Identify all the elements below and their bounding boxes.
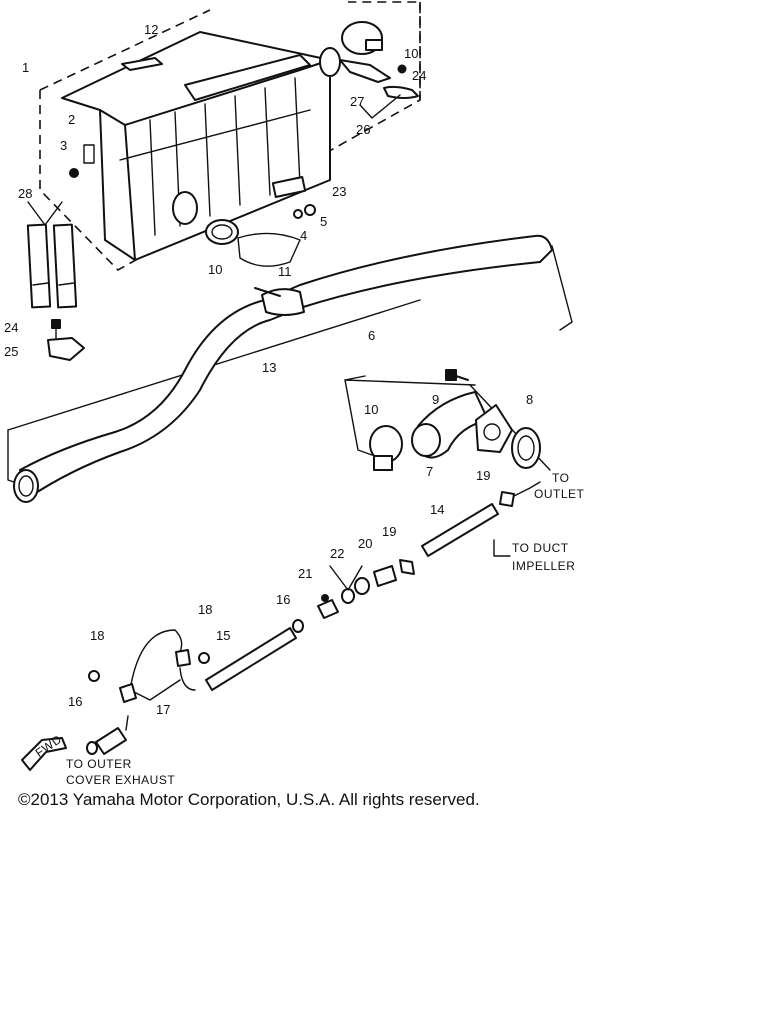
note-to-duct-1: TO DUCT: [512, 541, 569, 555]
callout-18-right: 18: [198, 602, 212, 617]
fwd-arrow-icon: FWD: [21, 732, 67, 771]
callout-13: 13: [262, 360, 276, 375]
note-to-outlet-2: OUTLET: [534, 487, 585, 501]
callout-16-lower: 16: [68, 694, 82, 709]
hose-14: [421, 503, 499, 557]
callout-24-left: 24: [4, 320, 18, 335]
callout-labels: 1 2 3 4 5 6 7 8 9 10 10 10 11 12 13 14 1…: [4, 22, 533, 717]
svg-text:FWD: FWD: [33, 732, 65, 760]
hose-15: [205, 627, 297, 691]
callout-12: 12: [144, 22, 158, 37]
box-hardware: [69, 21, 419, 245]
callout-27: 27: [350, 94, 364, 109]
callout-19-upper: 19: [476, 468, 490, 483]
note-to-outer-1: TO OUTER: [66, 757, 132, 771]
clamp-10-lower: [205, 219, 239, 245]
clamp-11: [261, 288, 305, 316]
callout-24-top: 24: [412, 68, 426, 83]
part-12-plate: [121, 57, 163, 71]
callout-22: 22: [330, 546, 344, 561]
callout-21: 21: [298, 566, 312, 581]
exhaust-hose-6: [7, 232, 573, 503]
note-to-duct-2: IMPELLER: [512, 559, 575, 573]
muffler-box: [61, 31, 331, 261]
callout-16-upper: 16: [276, 592, 290, 607]
callout-10-mid: 10: [208, 262, 222, 277]
callout-17: 17: [156, 702, 170, 717]
callout-4: 4: [300, 228, 307, 243]
callout-7: 7: [426, 464, 433, 479]
callout-26: 26: [356, 122, 370, 137]
callout-8: 8: [526, 392, 533, 407]
destination-notes: TO OUTLET TO DUCT IMPELLER TO OUTER COVE…: [66, 471, 585, 787]
callout-2: 2: [68, 112, 75, 127]
part-23-plate: [271, 176, 307, 198]
callout-11: 11: [278, 264, 292, 279]
callout-14: 14: [430, 502, 444, 517]
muffler-box-assembly: [39, 1, 421, 271]
part-28-strips: [26, 201, 85, 361]
callout-5: 5: [320, 214, 327, 229]
note-to-outlet-1: TO: [552, 471, 569, 485]
copyright-notice: ©2013 Yamaha Motor Corporation, U.S.A. A…: [18, 790, 480, 809]
note-to-outer-2: COVER EXHAUST: [66, 773, 175, 787]
part-26-hose: [383, 85, 419, 99]
callout-1: 1: [22, 60, 29, 75]
callout-6: 6: [368, 328, 375, 343]
callout-18-left: 18: [90, 628, 104, 643]
callout-19-lower: 19: [382, 524, 396, 539]
part-27-bracket: [339, 59, 391, 83]
callout-20: 20: [358, 536, 372, 551]
fitting-20: [373, 565, 397, 587]
callout-10-top: 10: [404, 46, 418, 61]
group-bracket-1: [39, 1, 421, 271]
gasket-8: [511, 427, 541, 469]
callout-3: 3: [60, 138, 67, 153]
callout-25: 25: [4, 344, 18, 359]
callout-28: 28: [18, 186, 32, 201]
callout-15: 15: [216, 628, 230, 643]
cooling-hose-group: [86, 481, 541, 755]
fitting-bottom: [95, 727, 127, 755]
outlet-elbow-group: [344, 369, 551, 471]
callout-23: 23: [332, 184, 346, 199]
nipple-21: [317, 599, 339, 619]
callout-9: 9: [432, 392, 439, 407]
part-25-bracket: [47, 337, 85, 361]
callout-10-outlet: 10: [364, 402, 378, 417]
